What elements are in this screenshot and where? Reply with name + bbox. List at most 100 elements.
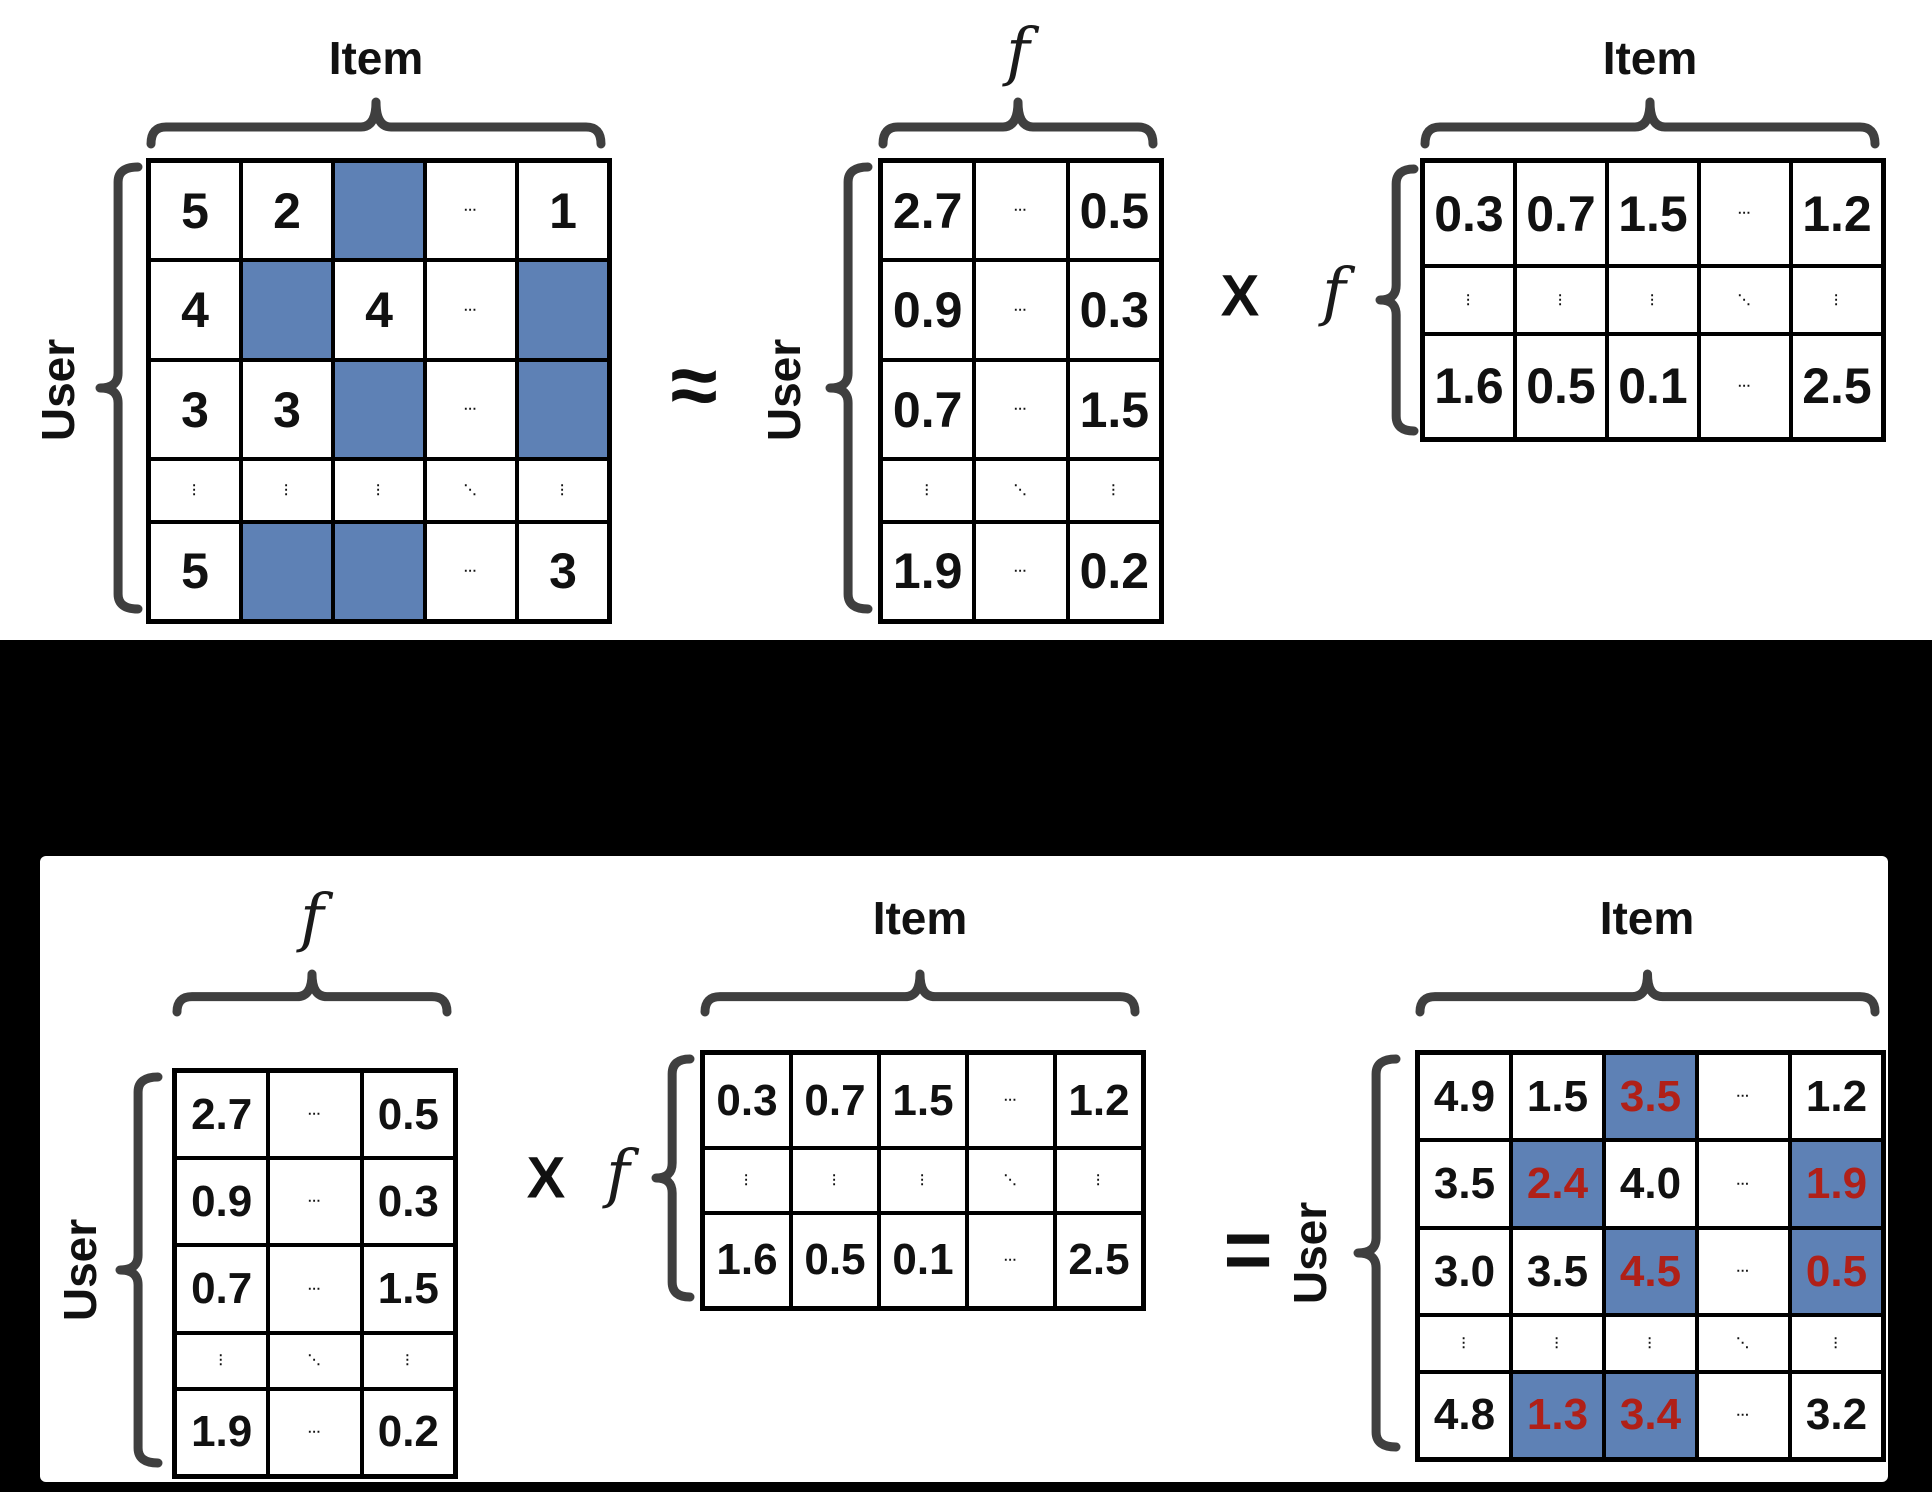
factor-brace [878, 97, 1158, 149]
user-label: User [54, 1218, 106, 1322]
matrix-cell: ⋮ [703, 1148, 791, 1213]
matrix-cell: ⋮ [791, 1148, 879, 1213]
item-brace [1420, 97, 1880, 149]
matrix-cell: 4.9 [1418, 1053, 1511, 1141]
matrix-cell: 1.3 [1511, 1371, 1604, 1459]
matrix-cell: ⋮ [175, 1332, 269, 1389]
factor-label: f [1322, 255, 1346, 329]
matrix-cell: ⋯ [1697, 1227, 1790, 1316]
item-brace [146, 97, 606, 149]
matrix-cell: ⋮ [1515, 266, 1607, 334]
matrix-cell: 0.5 [1067, 161, 1161, 261]
matrix-cell: ⋯ [1699, 333, 1791, 439]
matrix-cell [517, 359, 609, 460]
matrix-cell: ⋮ [1607, 266, 1699, 334]
matrix-cell: 0.5 [1515, 333, 1607, 439]
matrix-cell: ⋮ [1604, 1315, 1697, 1372]
matrix-cell: 3 [241, 359, 333, 460]
matrix-cell: ⋯ [268, 1158, 362, 1246]
matrix-cell: ⋯ [974, 521, 1068, 621]
matrix-cell: 4.0 [1604, 1140, 1697, 1228]
matrix-cell: 1.6 [1423, 333, 1515, 439]
matrix-cell: 0.5 [361, 1071, 455, 1159]
matrix-cell: 5 [149, 161, 241, 261]
matrix-cell: ⋮ [241, 459, 333, 522]
matrix-cell: 1.5 [1607, 161, 1699, 267]
matrix-cell: 0.2 [1067, 521, 1161, 621]
user-label: User [1284, 1201, 1336, 1305]
matrix-cell: 4.5 [1604, 1227, 1697, 1316]
matrix-cell: 0.3 [703, 1053, 791, 1149]
user-label: User [758, 338, 810, 442]
matrix-cell: 0.7 [175, 1245, 269, 1333]
matrix-cell: ⋱ [268, 1332, 362, 1389]
matrix-cell: 3 [517, 521, 609, 621]
matrix-cell: 1.5 [1067, 359, 1161, 460]
matrix-cell: ⋯ [1699, 161, 1791, 267]
matrix-cell: 1.9 [881, 521, 975, 621]
matrix-cell: 1.9 [175, 1388, 269, 1476]
matrix-cell: 1 [517, 161, 609, 261]
matrix-cell: ⋱ [974, 459, 1068, 522]
matrix-cell [241, 260, 333, 360]
matrix-cell: 4 [333, 260, 425, 360]
matrix-cell: ⋯ [268, 1245, 362, 1333]
matrix-cell: 0.3 [1423, 161, 1515, 267]
matrix-cell: 0.5 [1790, 1227, 1883, 1316]
matrix-cell: 0.7 [791, 1053, 879, 1149]
matrix-cell: ⋯ [425, 359, 517, 460]
matrix-cell: 0.7 [881, 359, 975, 460]
matrix-cell: ⋮ [1067, 459, 1161, 522]
matrix-cell: 1.2 [1055, 1053, 1143, 1149]
matrix-cell: 2.5 [1055, 1212, 1143, 1308]
matrix-cell: ⋱ [1697, 1315, 1790, 1372]
matrix-cell: ⋮ [1055, 1148, 1143, 1213]
matrix-cell: 1.2 [1791, 161, 1883, 267]
matrix-cell: 4 [149, 260, 241, 360]
matrix-cell: ⋯ [1697, 1371, 1790, 1459]
matrix-cell: ⋱ [1699, 266, 1791, 334]
matrix-cell: ⋮ [881, 459, 975, 522]
matrix-cell: 0.7 [1515, 161, 1607, 267]
matrix-cell: 3.0 [1418, 1227, 1511, 1316]
matrix-cell: ⋯ [974, 260, 1068, 360]
factor-brace [1375, 164, 1419, 436]
matrix-cell: ⋮ [879, 1148, 967, 1213]
factor-brace [651, 1054, 695, 1302]
matrix-cell: ⋮ [1791, 266, 1883, 334]
matrix-cell: 0.9 [881, 260, 975, 360]
multiply-operator: X [1220, 263, 1260, 329]
matrix-cell: ⋮ [1790, 1315, 1883, 1372]
matrix-cell: 3.4 [1604, 1371, 1697, 1459]
matrix-cell: 0.1 [1607, 333, 1699, 439]
matrix-cell: 0.3 [361, 1158, 455, 1246]
matrix-cell: 2 [241, 161, 333, 261]
matrix-cell: 1.5 [879, 1053, 967, 1149]
item-label: Item [1599, 892, 1695, 944]
matrix-cell [517, 260, 609, 360]
equals-operator: = [1223, 1202, 1273, 1297]
matrix-cell: ⋯ [268, 1071, 362, 1159]
item-label: Item [1602, 32, 1698, 84]
item-brace [700, 969, 1140, 1017]
matrix-cell: ⋮ [149, 459, 241, 522]
matrix-cell: 3.5 [1418, 1140, 1511, 1228]
matrix-cell: 1.5 [361, 1245, 455, 1333]
matrix-cell: 3.5 [1511, 1227, 1604, 1316]
matrix-cell: 4.8 [1418, 1371, 1511, 1459]
matrix-cell: 0.5 [791, 1212, 879, 1308]
item-brace [1415, 969, 1880, 1017]
matrix-cell: 1.2 [1790, 1053, 1883, 1141]
approx-operator: ≈ [670, 337, 718, 434]
matrix-cell: 3.5 [1604, 1053, 1697, 1141]
matrix-cell: ⋯ [1697, 1140, 1790, 1228]
matrix-cell: 1.5 [1511, 1053, 1604, 1141]
user-brace [825, 162, 873, 614]
factor-label: f [300, 881, 324, 955]
factor-label: f [606, 1137, 630, 1211]
matrix-cell [241, 521, 333, 621]
item-label: Item [328, 32, 424, 84]
